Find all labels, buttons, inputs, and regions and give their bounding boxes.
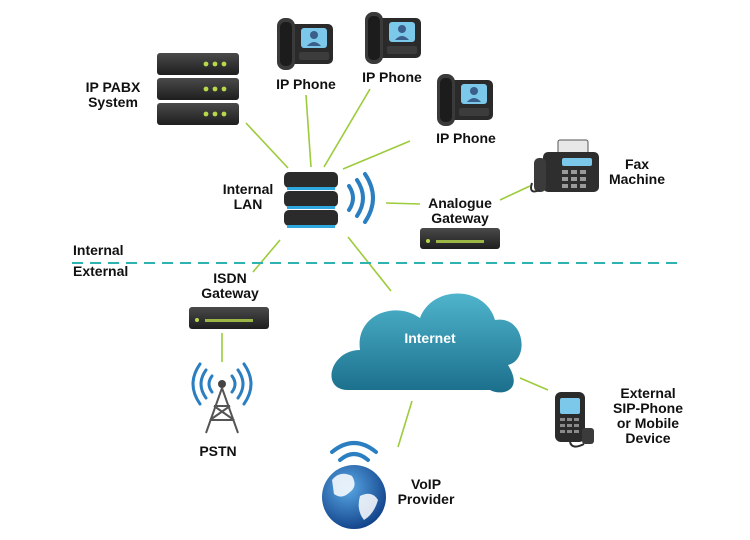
internal-lan-icon	[284, 172, 338, 228]
link-lan-phone-1	[305, 94, 312, 168]
link-internet-voip	[397, 400, 413, 448]
wifi-signal-icon	[347, 172, 375, 224]
analogue-gateway-label: Analogue Gateway	[428, 195, 492, 226]
zone-internal-label: Internal	[73, 242, 124, 258]
ip-phone-1-label: IP Phone	[276, 76, 336, 92]
fax-machine-label: Fax Machine	[608, 156, 665, 187]
isdn-gateway-icon	[189, 307, 269, 329]
link-analogue-fax	[499, 185, 531, 201]
ip-phone-1-icon	[277, 18, 333, 70]
isdn-gateway-label: ISDN Gateway	[201, 270, 259, 301]
internal-lan-label: Internal LAN	[222, 181, 274, 212]
ip-phone-2-label: IP Phone	[362, 69, 422, 85]
link-internet-sip	[519, 377, 549, 391]
link-lan-phone-3	[342, 140, 411, 170]
link-lan-isdn	[252, 239, 281, 273]
link-lan-analogue	[385, 202, 421, 205]
ip-phone-3-label: IP Phone	[436, 130, 496, 146]
ip-phone-2-icon	[365, 12, 421, 64]
internet-label: Internet	[404, 330, 456, 346]
connection-links	[221, 88, 549, 448]
sip-mobile-icon	[555, 392, 594, 448]
zone-external-label: External	[73, 263, 129, 279]
pstn-label: PSTN	[199, 443, 237, 459]
voip-globe-icon	[322, 441, 386, 529]
analogue-gateway-icon	[420, 228, 500, 249]
link-lan-pabx	[245, 122, 289, 169]
ip-pabx-icon	[157, 53, 239, 125]
pstn-tower-icon	[191, 362, 253, 434]
link-lan-phone-2	[323, 88, 371, 168]
ip-phone-3-icon	[437, 74, 493, 126]
fax-machine-icon	[530, 139, 599, 193]
ip-pabx-label: IP PABX System	[85, 79, 141, 110]
external-sip-label: External SIP-Phone or Mobile Device	[612, 385, 683, 446]
voip-provider-label: VoIP Provider	[397, 476, 455, 507]
internet-cloud-icon	[331, 293, 522, 393]
